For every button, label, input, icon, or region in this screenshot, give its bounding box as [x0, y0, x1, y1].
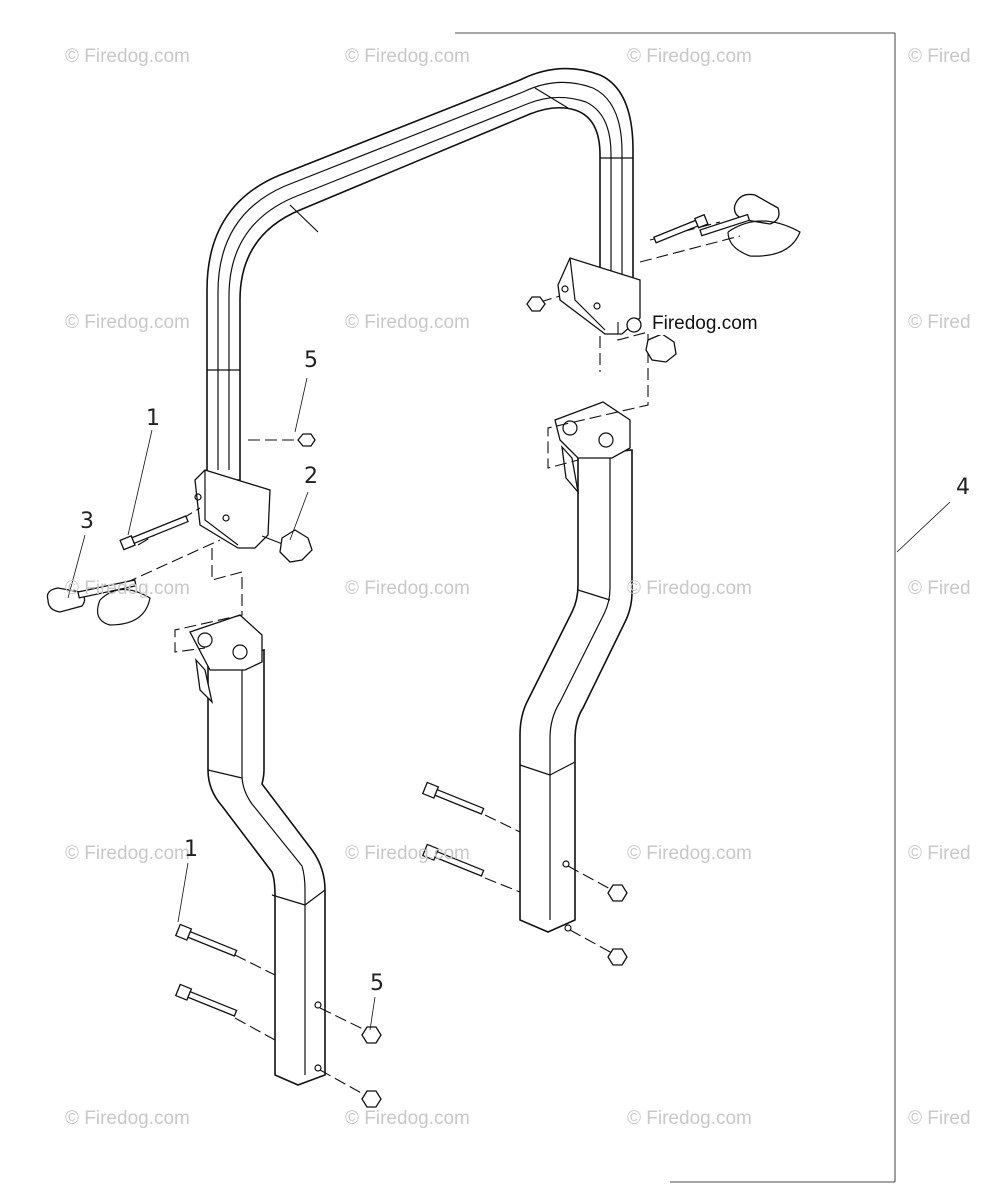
hitch-pin-right [699, 193, 801, 257]
nut-upper-left [297, 433, 316, 447]
bolt-right-lower-1 [421, 781, 485, 815]
right-lower-leg [519, 401, 633, 933]
callout-part-4: 4 [956, 475, 970, 500]
hitch-pin-left [46, 579, 151, 626]
upper-hoop [206, 67, 634, 481]
bolt-upper-left [119, 515, 189, 551]
bolts [119, 213, 709, 1017]
nut-right-lower-1 [607, 884, 628, 902]
bolt-right-lower-2 [421, 843, 485, 877]
left-lower-leg [189, 614, 326, 1086]
callout-part-1-upper: 1 [146, 406, 160, 431]
nut-right-lower-2 [607, 948, 628, 966]
knob-right [626, 317, 677, 363]
knob-left [261, 529, 313, 563]
brand-label: Firedog.com [650, 313, 760, 335]
callout-part-5-lower: 5 [370, 971, 384, 996]
leader-lines [67, 377, 951, 1031]
left-upper-bracket [194, 469, 271, 549]
nuts [297, 296, 628, 1108]
callout-part-5-upper: 5 [304, 348, 318, 373]
nut-left-lower-2 [361, 1090, 382, 1108]
callout-part-3: 3 [80, 509, 94, 534]
nut-left-lower-1 [361, 1026, 382, 1044]
bolt-left-lower-1 [174, 923, 238, 957]
callout-part-1-lower: 1 [184, 837, 198, 862]
bolt-left-lower-2 [174, 983, 238, 1017]
callout-part-2: 2 [304, 464, 318, 489]
nut-upper-right [526, 296, 546, 312]
bolt-upper-right [653, 213, 709, 244]
